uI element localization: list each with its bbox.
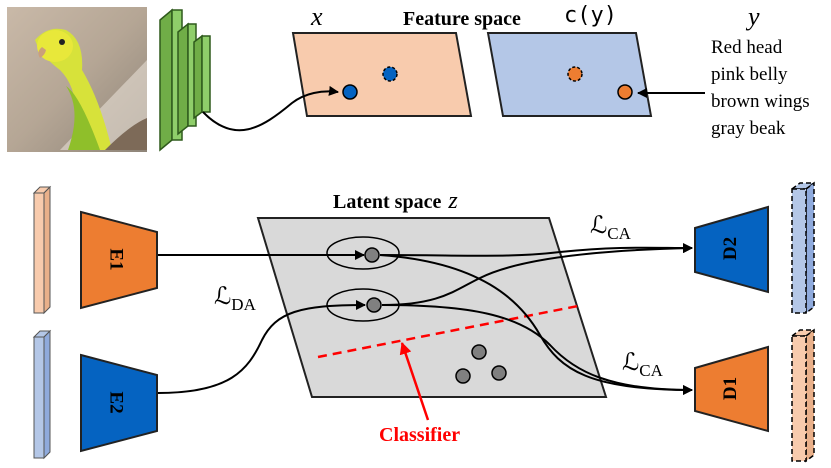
loss-subscript: CA [607,223,631,243]
latent1-to-d1-arrow [379,254,693,395]
attribute-item: gray beak [711,118,786,139]
attribute-item: brown wings [711,91,810,112]
latent-space-plane [256,217,608,398]
latent1-to-d2-arrow [379,242,693,257]
latent-z-symbol: z [448,188,458,214]
e2-to-latent-arrow [157,300,366,394]
loss-symbol: ℒ [590,213,608,239]
visual-feature-plane [291,32,473,117]
latent-space-text: Latent space [333,191,442,213]
loss-subscript: CA [639,360,663,380]
attribute-item: pink belly [711,64,788,85]
semantic-point [617,84,633,100]
latent-point-5 [491,365,507,381]
encoder-e1 [80,210,158,310]
encoder-e2 [80,353,158,453]
loss-ca-top: ℒCA [590,214,631,242]
latent2-to-d1-arrow [381,304,693,395]
feature-space-title: Feature space [403,8,521,30]
semantic-input-vector [32,329,52,460]
decoder-d2-label: D2 [720,236,742,261]
loss-ca-bottom: ℒCA [622,351,663,379]
loss-symbol: ℒ [214,284,232,310]
cnn-encoder [159,8,211,152]
encoder-e1-label: E1 [105,248,127,271]
latent-space-title: Latent space z [333,189,458,213]
loss-subscript: DA [231,294,256,314]
decoder-d1 [694,345,769,433]
decoder-d1-label: D1 [720,376,742,401]
loss-da: ℒDA [214,285,256,313]
latent2-to-d2-arrow [381,243,693,306]
latent-point-2 [366,297,382,313]
attribute-list: Red head pink belly brown wings gray bea… [711,34,810,142]
x-label: x [311,2,323,31]
decoder-d2 [694,205,769,294]
y-label: y [748,2,760,31]
visual-cluster-ellipse [326,236,400,270]
bird-photo [7,7,147,152]
classifier-arrow [399,342,430,421]
reconstructed-semantic-vector [789,181,817,315]
projected-visual-point [382,66,398,82]
latent-point-4 [455,368,471,384]
cy-label: c(y) [564,3,617,28]
projected-semantic-point [567,66,583,82]
reconstructed-visual-vector [789,328,817,463]
loss-symbol: ℒ [622,350,640,376]
latent-point-3 [471,344,487,360]
visual-point [342,84,358,100]
encoder-e2-label: E2 [105,391,127,414]
visual-input-vector [32,185,52,315]
attribute-item: Red head [711,37,783,58]
cnn-to-feature-arrow [202,85,339,132]
latent-point-1 [364,247,380,263]
classifier-label: Classifier [379,424,461,446]
